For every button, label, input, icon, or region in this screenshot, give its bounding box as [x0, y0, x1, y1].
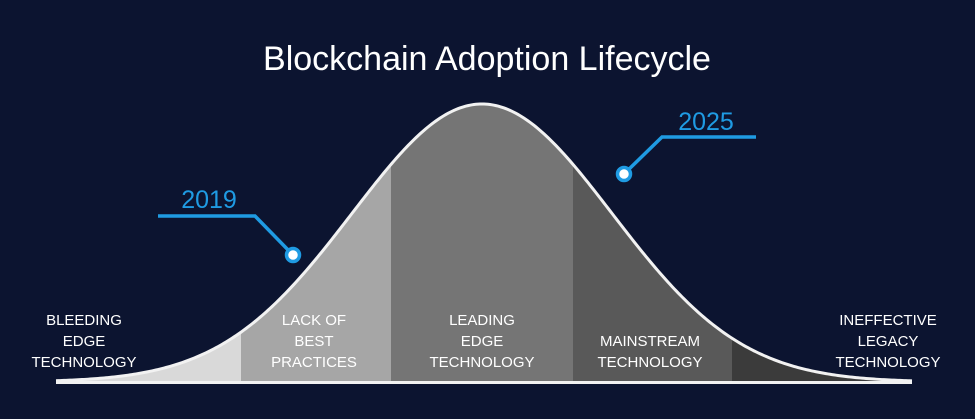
- marker-2025: 2025: [615, 108, 756, 183]
- marker-2025-label: 2025: [678, 108, 734, 136]
- stage-label-lack-of-best-practices: LACK OF BEST PRACTICES: [271, 312, 357, 371]
- bell-curve-outline: [55, 102, 913, 383]
- marker-2019-dot: [284, 246, 302, 264]
- stage-label-ineffective-legacy: INEFFECTIVE LEGACY TECHNOLOGY: [835, 312, 940, 371]
- stage-label-line: TECHNOLOGY: [31, 354, 136, 371]
- stage-label-line: TECHNOLOGY: [597, 354, 702, 371]
- stage-label-line: PRACTICES: [271, 354, 357, 371]
- marker-2019-leader-line: [158, 214, 295, 257]
- stage-label-line: MAINSTREAM: [600, 333, 700, 350]
- marker-2025-leader-line: [622, 135, 756, 176]
- page-title: Blockchain Adoption Lifecycle: [263, 40, 711, 78]
- stage-label-line: TECHNOLOGY: [429, 354, 534, 371]
- stage-label-line: BLEEDING: [46, 312, 122, 329]
- marker-2019: 2019: [158, 186, 302, 264]
- stage-label-line: EDGE: [461, 333, 504, 350]
- stage-label-mainstream: MAINSTREAM TECHNOLOGY: [597, 333, 702, 371]
- stage-label-line: EDGE: [63, 333, 106, 350]
- stage-label-line: TECHNOLOGY: [835, 354, 940, 371]
- stage-label-line: LEGACY: [858, 333, 919, 350]
- stage-labels: BLEEDING EDGE TECHNOLOGY LACK OF BEST PRACTIC…: [31, 312, 940, 371]
- marker-2025-dot: [615, 165, 633, 183]
- stage-label-bleeding-edge: BLEEDING EDGE TECHNOLOGY: [31, 312, 136, 371]
- stage-label-leading-edge: LEADING EDGE TECHNOLOGY: [429, 312, 534, 371]
- stage-label-line: LEADING: [449, 312, 515, 329]
- marker-2019-label: 2019: [181, 186, 237, 214]
- stage-label-line: LACK OF: [282, 312, 346, 329]
- segment-leading-edge: [391, 104, 573, 382]
- stage-label-line: INEFFECTIVE: [839, 312, 937, 329]
- stage-label-line: BEST: [294, 333, 333, 350]
